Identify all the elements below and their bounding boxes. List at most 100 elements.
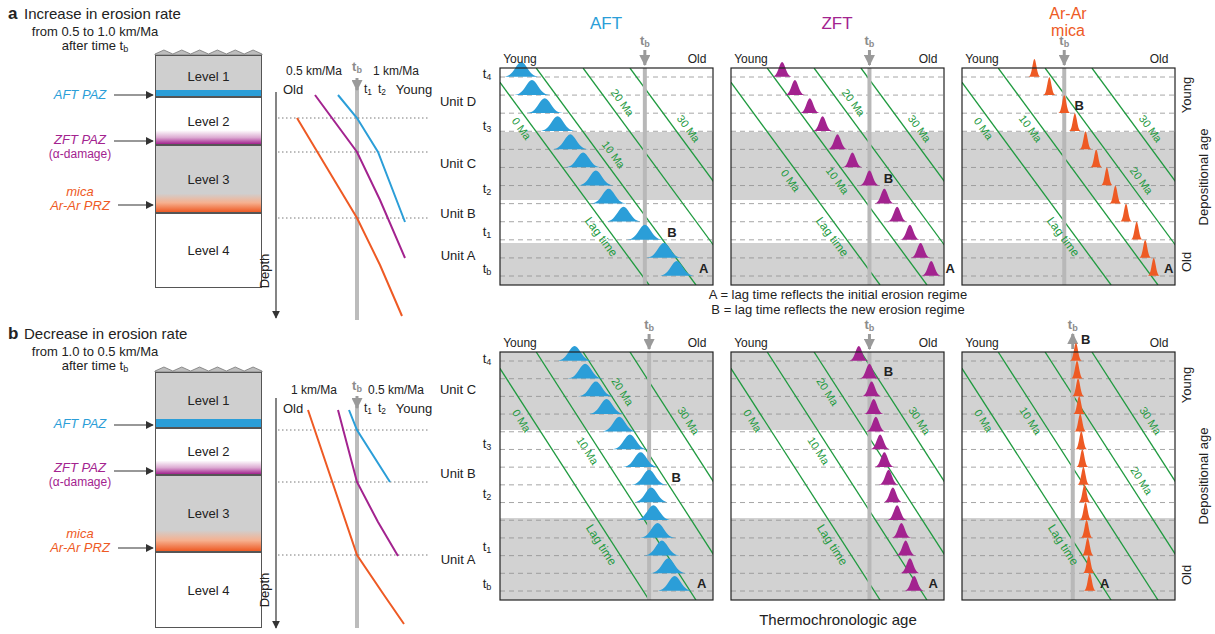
figure-label: B bbox=[884, 172, 893, 186]
figure-label: from 1.0 to 0.5 km/Ma bbox=[32, 345, 158, 359]
line bbox=[962, 149, 1175, 150]
age-peak bbox=[578, 381, 614, 396]
age-peak bbox=[859, 364, 879, 379]
line bbox=[297, 118, 402, 316]
figure-label: t2 bbox=[483, 487, 492, 503]
figure-label: B bbox=[667, 226, 676, 240]
line bbox=[731, 484, 944, 485]
plot-frame bbox=[731, 68, 944, 285]
age-peak bbox=[1073, 396, 1085, 414]
figure-label: tb bbox=[640, 34, 650, 50]
line bbox=[500, 131, 713, 132]
line bbox=[114, 470, 153, 471]
figure-label: 20 Ma bbox=[608, 376, 634, 408]
figure-label: 30 Ma bbox=[1136, 113, 1163, 144]
age-peak bbox=[887, 505, 907, 520]
age-peak bbox=[1072, 378, 1084, 396]
line bbox=[1071, 334, 1074, 349]
line bbox=[814, 68, 944, 285]
line bbox=[275, 92, 276, 318]
figure-label: mica bbox=[66, 185, 93, 199]
line bbox=[630, 68, 713, 285]
figure-label: 10 Ma bbox=[599, 139, 626, 170]
figure-label: ZFT PAZ bbox=[54, 133, 106, 147]
age-peak bbox=[1083, 555, 1095, 573]
line bbox=[767, 352, 927, 600]
layer-band: Level 1 bbox=[155, 55, 262, 97]
line bbox=[962, 467, 1175, 468]
figure-label: B bbox=[1081, 333, 1090, 347]
age-peak bbox=[578, 171, 614, 186]
age-peak bbox=[1120, 204, 1132, 222]
figure-label: B = lag time reflects the new erosion re… bbox=[711, 303, 964, 317]
line bbox=[643, 50, 646, 65]
figure-label: Lag time bbox=[582, 215, 619, 260]
age-peak bbox=[911, 243, 931, 258]
layer-band: Level 2 bbox=[155, 428, 262, 475]
figure-label: 20 Ma bbox=[813, 376, 839, 408]
age-peak bbox=[635, 505, 671, 520]
line bbox=[308, 410, 404, 624]
figure-label: A bbox=[1100, 577, 1109, 591]
figure-label: tb bbox=[864, 34, 874, 50]
line bbox=[962, 77, 1175, 78]
unit-band bbox=[962, 132, 1175, 200]
line bbox=[278, 118, 428, 119]
line bbox=[1045, 68, 1175, 285]
figure-label: 30 Ma bbox=[674, 113, 701, 144]
figure-label: tb bbox=[1068, 318, 1078, 334]
figure-label: Depth bbox=[258, 254, 272, 289]
line bbox=[998, 352, 1158, 600]
age-peak bbox=[1082, 538, 1094, 556]
figure-label: Young bbox=[503, 53, 537, 66]
age-peak bbox=[640, 523, 676, 538]
figure-label: Depositional age bbox=[1197, 428, 1211, 525]
figure-label: 1 km/Ma bbox=[373, 65, 419, 78]
age-peak bbox=[772, 62, 792, 77]
unit-band bbox=[731, 132, 944, 200]
figure-label: Old bbox=[1180, 565, 1194, 585]
layer-band: Level 4 bbox=[155, 213, 262, 288]
figure-label: Lag time bbox=[814, 523, 850, 569]
figure-label: AFT PAZ bbox=[54, 88, 106, 102]
line bbox=[962, 396, 1175, 397]
age-peak bbox=[859, 171, 879, 186]
figure-label: Decrease in erosion rate bbox=[24, 326, 187, 342]
age-peak bbox=[601, 417, 637, 432]
age-peak bbox=[527, 98, 563, 113]
age-peak bbox=[849, 346, 869, 361]
figure-label: 0 Ma bbox=[510, 408, 533, 435]
layer-name: Level 2 bbox=[188, 114, 230, 129]
plot-frame bbox=[962, 352, 1175, 600]
layer-name: Level 4 bbox=[188, 583, 230, 598]
figure-label: Unit B bbox=[440, 207, 475, 221]
figure-label: 0.5 km/Ma bbox=[286, 65, 342, 78]
figure-label: t2 bbox=[483, 182, 492, 198]
figure-label: B bbox=[884, 365, 893, 379]
figure-label: 0 Ma bbox=[971, 115, 995, 142]
layer-name: Level 3 bbox=[188, 506, 230, 521]
figure-label: B bbox=[671, 471, 680, 485]
line bbox=[962, 95, 1175, 96]
layer-band: Level 3 bbox=[155, 145, 262, 213]
line bbox=[356, 78, 359, 90]
figure-label: 30 Ma bbox=[675, 405, 701, 437]
line bbox=[962, 520, 1175, 521]
line bbox=[315, 95, 405, 258]
age-peak bbox=[1069, 113, 1081, 131]
line bbox=[356, 396, 359, 408]
age-peak bbox=[879, 470, 899, 485]
line bbox=[278, 430, 428, 431]
figure-label: t4 bbox=[483, 67, 492, 83]
line bbox=[118, 547, 153, 548]
line bbox=[500, 502, 713, 503]
figure-label: Ar-Ar PRZ bbox=[50, 541, 110, 555]
figure-label: t1 bbox=[364, 83, 372, 97]
figure-label: 0 Ma bbox=[509, 115, 533, 142]
figure-label: tb bbox=[352, 60, 362, 76]
line bbox=[500, 257, 713, 258]
figure-label: ZFT PAZ bbox=[54, 461, 106, 475]
layer-name: Level 4 bbox=[188, 243, 230, 258]
figure-label: 0 Ma bbox=[779, 168, 803, 195]
age-peak bbox=[900, 225, 920, 240]
